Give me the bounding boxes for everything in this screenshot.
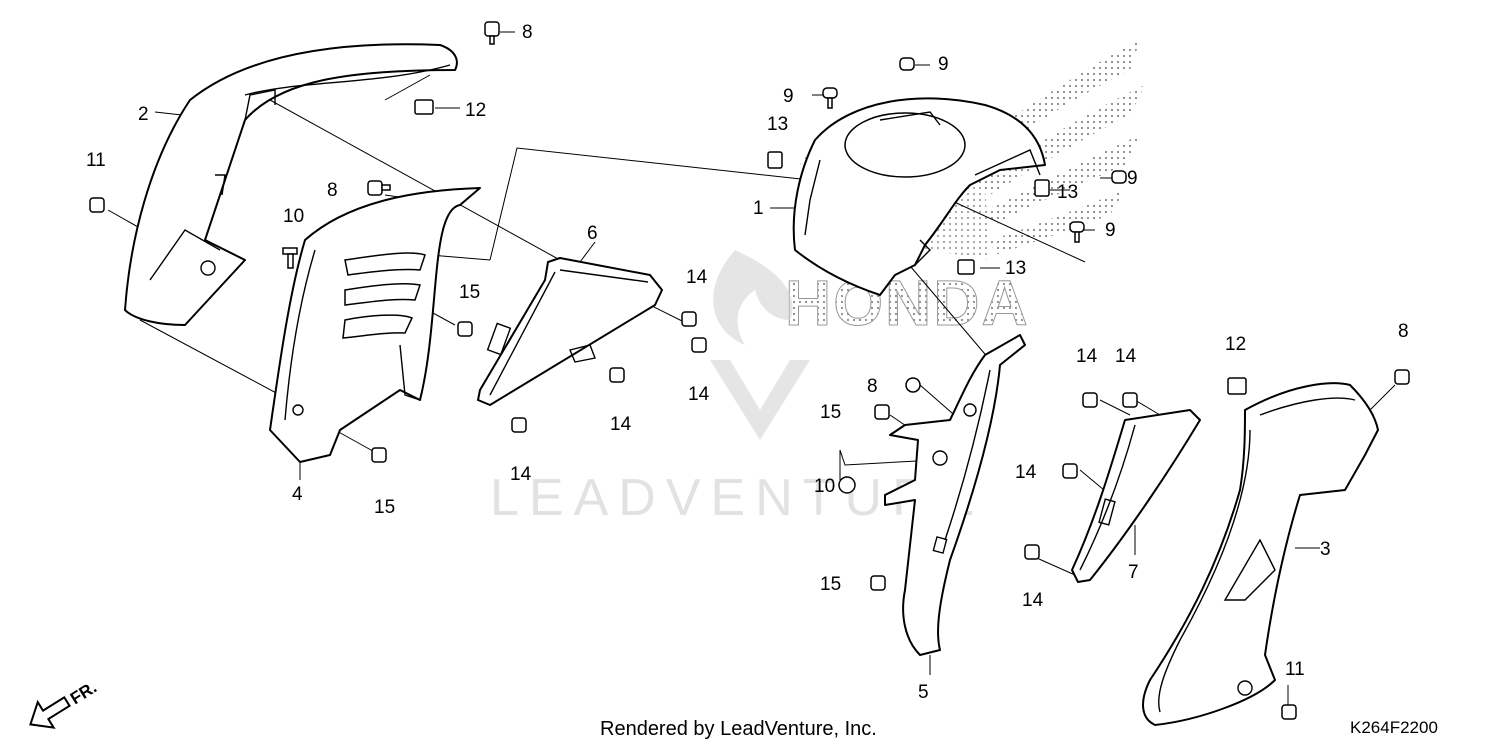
part-3-side-cover-right — [1142, 382, 1379, 726]
callout-9: 9 — [1105, 220, 1116, 241]
fasteners — [89, 21, 1410, 720]
callout-8: 8 — [867, 376, 878, 397]
screw-10-left — [282, 247, 298, 269]
callout-14: 14 — [1115, 346, 1137, 367]
bolt-8-center — [905, 377, 921, 393]
callout-13: 13 — [767, 114, 788, 135]
bolt-8-right — [1394, 369, 1410, 385]
callout-15: 15 — [820, 402, 841, 423]
clip-13-c — [957, 259, 975, 275]
callout-12: 12 — [1225, 334, 1246, 355]
bolt-14-a — [681, 311, 697, 327]
callout-15: 15 — [820, 574, 841, 595]
callout-6: 6 — [587, 223, 598, 244]
part-6-bracket — [477, 257, 663, 406]
callout-9: 9 — [938, 54, 949, 75]
callout-14: 14 — [1022, 590, 1044, 611]
callout-10: 10 — [283, 206, 304, 227]
bolt-9-b — [899, 57, 915, 71]
callout-9: 9 — [783, 86, 794, 107]
callout-8: 8 — [327, 180, 338, 201]
bolt-9-c — [1111, 170, 1127, 184]
front-label: FR. — [67, 678, 100, 709]
clip-12-right — [1227, 377, 1247, 395]
bolt-15-b — [371, 447, 387, 463]
callout-13: 13 — [1057, 182, 1078, 203]
callout-7: 7 — [1128, 562, 1139, 583]
bolt-8-top — [484, 21, 500, 45]
callout-8: 8 — [522, 22, 533, 43]
callout-14: 14 — [688, 384, 710, 405]
front-direction-indicator: FR. — [29, 678, 100, 729]
clip-13-a — [767, 151, 783, 169]
part-1-tank-cover — [792, 97, 1046, 296]
bolt-14-e — [1082, 392, 1098, 408]
callout-3: 3 — [1320, 539, 1331, 560]
callout-13: 13 — [1005, 258, 1026, 279]
front-arrow-icon — [29, 695, 71, 729]
callout-14: 14 — [610, 414, 632, 435]
callout-8: 8 — [1398, 321, 1409, 342]
callout-labels: 8 2 12 11 8 10 15 6 14 14 14 14 4 15 9 9… — [86, 22, 1409, 703]
callout-15: 15 — [459, 282, 480, 303]
clip-12-top — [414, 99, 434, 115]
callout-14: 14 — [686, 267, 708, 288]
callout-14: 14 — [1015, 462, 1037, 483]
callout-10: 10 — [814, 476, 835, 497]
bolt-14-f — [1122, 392, 1138, 408]
footer-credit: Rendered by LeadVenture, Inc. — [600, 718, 877, 740]
bolt-14-d — [511, 417, 527, 433]
callout-4: 4 — [292, 484, 303, 505]
callout-1: 1 — [753, 198, 764, 219]
part-7-small-bracket — [1071, 409, 1201, 583]
callout-2: 2 — [138, 104, 149, 125]
callout-9: 9 — [1127, 168, 1138, 189]
callout-11: 11 — [1285, 659, 1305, 680]
bolt-15-a — [457, 321, 473, 337]
honda-emblem-text: HONDA — [785, 267, 1030, 339]
part-5-lower-cover — [884, 334, 1026, 656]
bolt-14-c — [609, 367, 625, 383]
leadventure-watermark: LEADVENTURE — [490, 250, 974, 527]
bolt-14-b — [691, 337, 707, 353]
callout-5: 5 — [918, 682, 929, 703]
bolt-14-g — [1062, 463, 1078, 479]
bolt-8-mid — [367, 180, 391, 196]
part-2-inner-cover-left — [124, 43, 458, 326]
bolt-15-c — [874, 404, 890, 420]
bolt-9-d — [1069, 221, 1085, 243]
bolt-11-right — [1281, 704, 1297, 720]
bolt-14-h — [1024, 544, 1040, 560]
callout-14: 14 — [1076, 346, 1098, 367]
callout-15: 15 — [374, 497, 395, 518]
part-4-side-cover-left — [269, 187, 481, 463]
callout-14: 14 — [510, 464, 532, 485]
grommet-10-center — [838, 476, 856, 494]
bolt-11-left — [89, 197, 105, 213]
callout-11: 11 — [86, 150, 106, 171]
diagram-code: K264F2200 — [1350, 718, 1438, 737]
bolt-9-a — [822, 87, 838, 109]
callout-12: 12 — [465, 100, 486, 121]
clip-13-b — [1034, 179, 1050, 197]
bolt-15-d — [870, 575, 886, 591]
